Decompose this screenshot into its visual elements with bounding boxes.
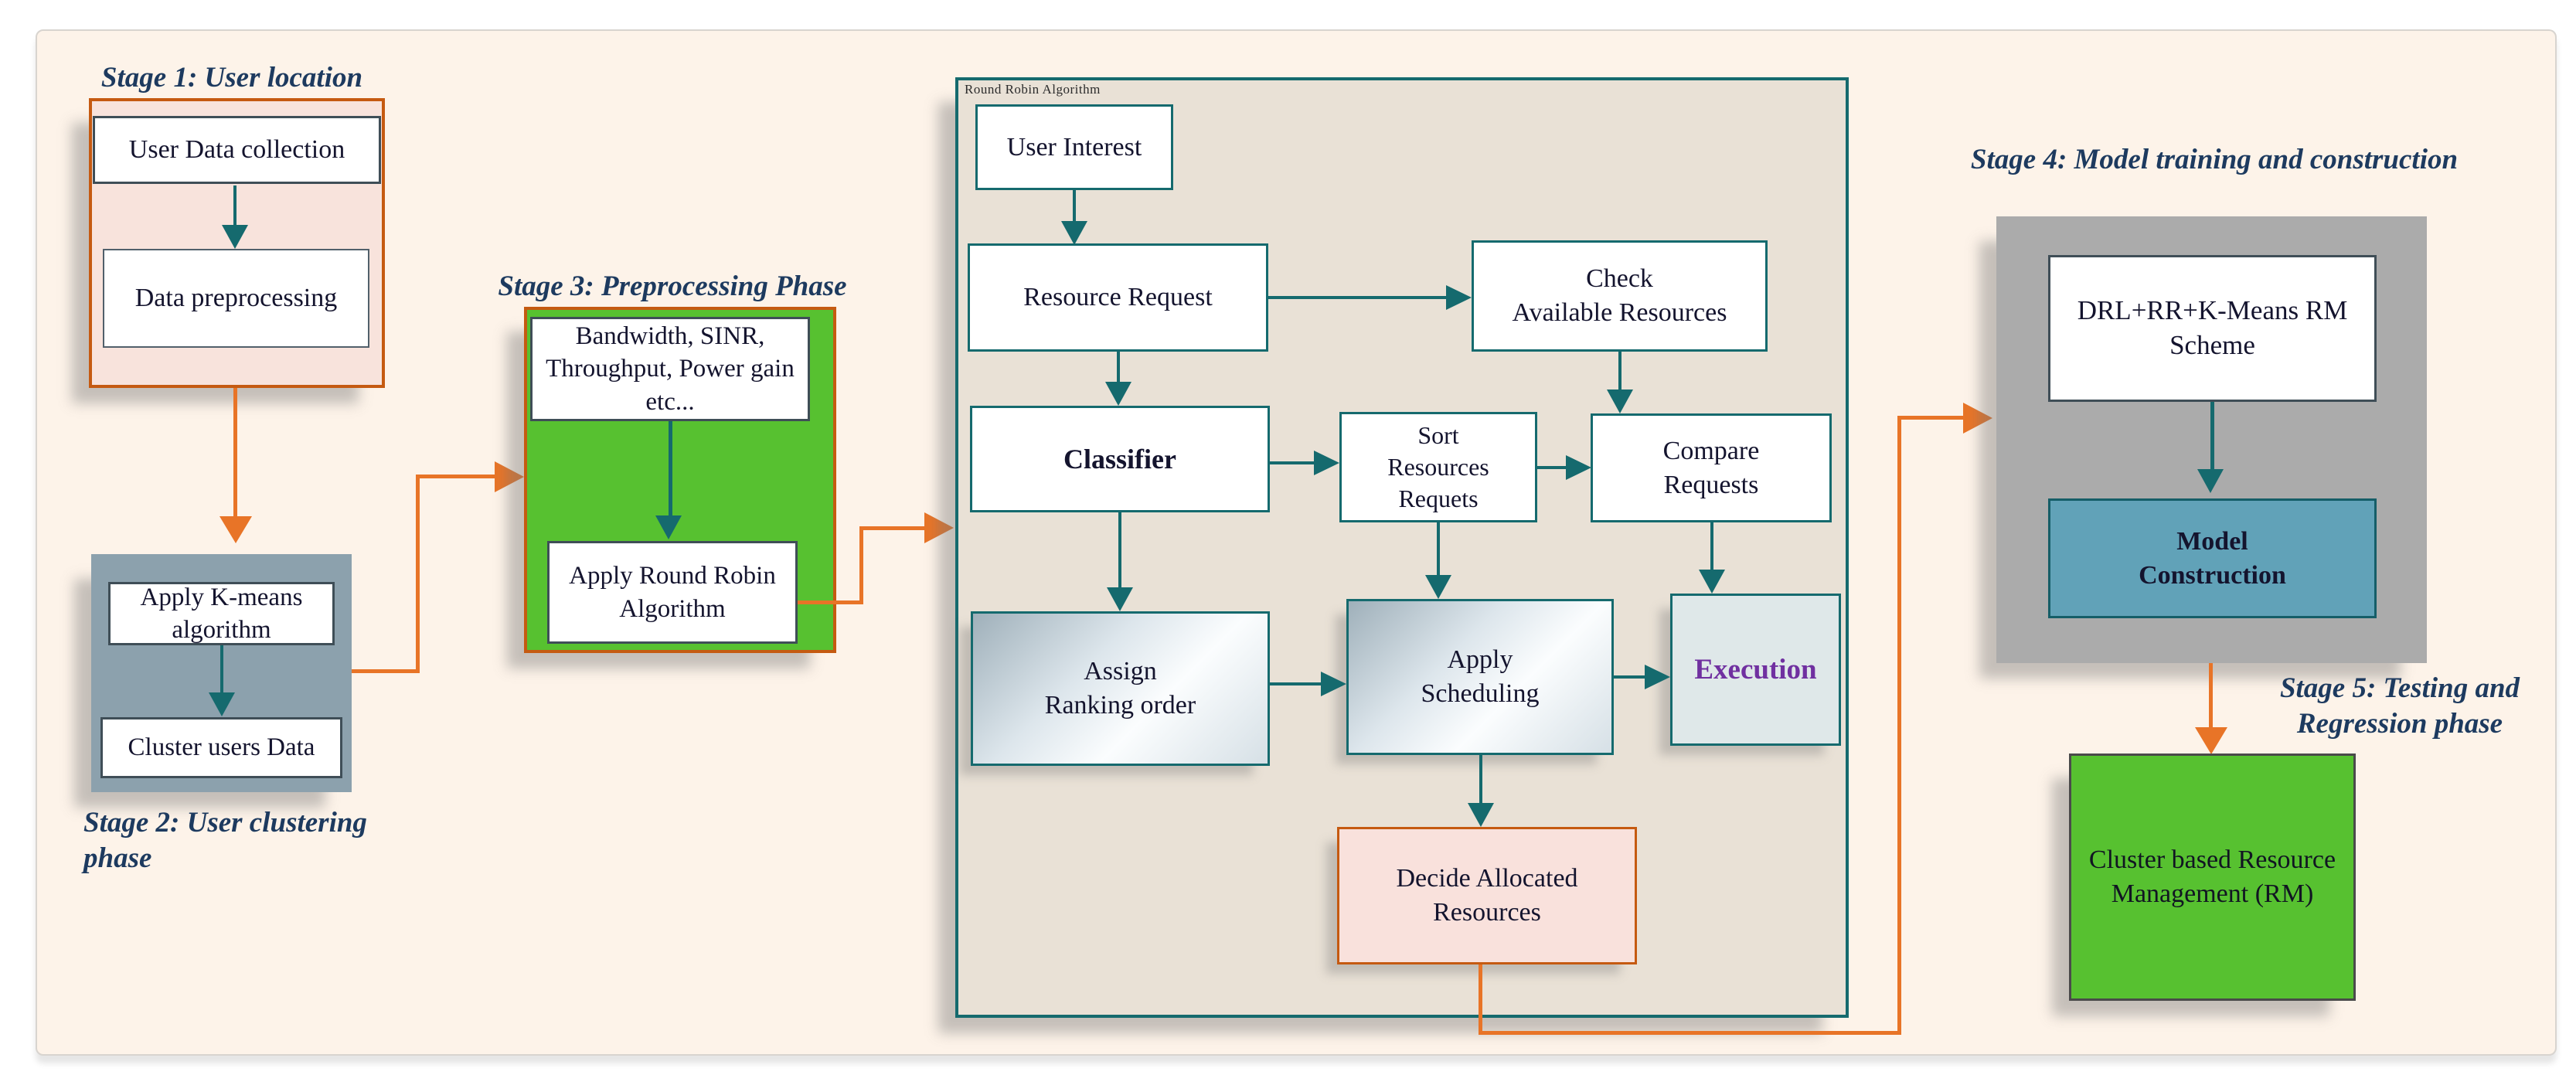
node-data-preprocessing: Data preprocessing bbox=[103, 249, 369, 348]
arrow-scheme-to-model-stem bbox=[2210, 402, 2214, 470]
stage1-title: Stage 1: User location bbox=[100, 62, 363, 94]
arrow-check-to-compare-head bbox=[1607, 390, 1633, 413]
node-user-data-collection: User Data collection bbox=[93, 116, 381, 184]
arrow-apply-to-decide-stem bbox=[1479, 755, 1482, 804]
node-bandwidth-sinr: Bandwidth, SINR, Throughput, Power gain … bbox=[530, 317, 810, 421]
arrow-kmeans-to-cluster-head bbox=[209, 692, 235, 716]
node-drl-rr-kmeans-scheme: DRL+RR+K-Means RM Scheme bbox=[2048, 255, 2377, 402]
arrow-collection-to-preprocessing-head bbox=[222, 225, 248, 249]
node-compare-requests: Compare Requests bbox=[1591, 413, 1832, 522]
arrow-assign-to-apply-stem bbox=[1270, 682, 1322, 685]
connector-stage3-rr-seg1 bbox=[798, 600, 863, 604]
node-assign-ranking-order: Assign Ranking order bbox=[971, 611, 1270, 766]
stage5-title: Stage 5: Testing and Regression phase bbox=[2279, 672, 2520, 740]
arrow-compare-to-execution-stem bbox=[1710, 522, 1713, 570]
stage3-title: Stage 3: Preprocessing Phase bbox=[498, 270, 847, 302]
arrow-interest-to-request-stem bbox=[1073, 190, 1076, 223]
node-resource-request: Resource Request bbox=[968, 243, 1268, 352]
arrow-interest-to-request-head bbox=[1061, 221, 1087, 245]
connector-stage2-stage3-head bbox=[495, 461, 524, 492]
connector-decide-stage4-head bbox=[1963, 403, 1992, 434]
arrow-sort-to-compare-head bbox=[1566, 455, 1591, 480]
node-classifier: Classifier bbox=[970, 406, 1270, 512]
node-decide-allocated-resources: Decide Allocated Resources bbox=[1337, 827, 1637, 964]
node-execution: Execution bbox=[1670, 594, 1841, 746]
arrow-bandwidth-to-rr-head bbox=[655, 515, 682, 539]
connector-stage3-rr-head bbox=[924, 512, 954, 543]
arrow-sort-to-compare-stem bbox=[1537, 466, 1568, 469]
arrow-sort-to-apply-head bbox=[1425, 575, 1451, 599]
arrow-request-to-classifier-stem bbox=[1117, 352, 1120, 384]
round-robin-container-label: Round Robin Algorithm bbox=[965, 82, 1101, 97]
connector-decide-stage4-seg1 bbox=[1479, 964, 1482, 1034]
node-cluster-users-data: Cluster users Data bbox=[100, 717, 342, 778]
node-apply-scheduling: Apply Scheduling bbox=[1346, 599, 1614, 755]
arrow-request-to-check-head bbox=[1446, 285, 1472, 310]
connector-stage3-rr-seg2 bbox=[859, 526, 863, 604]
connector-decide-stage4-seg2 bbox=[1479, 1031, 1901, 1035]
arrow-classifier-to-sort-stem bbox=[1270, 461, 1316, 464]
node-apply-round-robin: Apply Round Robin Algorithm bbox=[547, 541, 798, 644]
arrow-apply-to-execution-head bbox=[1645, 665, 1670, 689]
arrow-classifier-to-sort-head bbox=[1314, 451, 1339, 475]
arrow-collection-to-preprocessing-stem bbox=[233, 185, 237, 226]
connector-stage2-stage3-seg1 bbox=[352, 669, 420, 673]
connector-stage1-stage2-stem bbox=[233, 388, 237, 518]
connector-stage3-rr-seg3 bbox=[859, 526, 924, 530]
node-check-available-resources: Check Available Resources bbox=[1472, 240, 1768, 352]
arrow-classifier-to-assign-stem bbox=[1118, 512, 1121, 588]
node-sort-resources-requets: Sort Resources Requets bbox=[1339, 412, 1537, 522]
connector-stage1-stage2-head bbox=[219, 516, 252, 543]
node-model-construction: Model Construction bbox=[2048, 498, 2377, 618]
stage4-title: Stage 4: Model training and construction bbox=[1970, 144, 2459, 175]
arrow-check-to-compare-stem bbox=[1618, 352, 1621, 390]
arrow-apply-to-decide-head bbox=[1468, 803, 1494, 827]
arrow-bandwidth-to-rr-stem bbox=[669, 421, 672, 516]
node-cluster-based-rm: Cluster based Resource Management (RM) bbox=[2069, 754, 2356, 1001]
arrow-apply-to-execution-stem bbox=[1614, 675, 1646, 679]
node-user-interest: User Interest bbox=[975, 104, 1173, 190]
arrow-kmeans-to-cluster-stem bbox=[220, 645, 223, 693]
connector-stage2-stage3-seg2 bbox=[416, 475, 420, 673]
arrow-assign-to-apply-head bbox=[1321, 672, 1346, 696]
arrow-request-to-check-stem bbox=[1268, 296, 1446, 299]
connector-stage2-stage3-seg3 bbox=[416, 475, 495, 478]
arrow-compare-to-execution-head bbox=[1699, 570, 1725, 594]
arrow-sort-to-apply-stem bbox=[1437, 522, 1440, 577]
stage2-title: Stage 2: User clustering phase bbox=[83, 807, 367, 875]
arrow-classifier-to-assign-head bbox=[1107, 587, 1133, 611]
connector-decide-stage4-seg4 bbox=[1897, 416, 1963, 420]
arrow-request-to-classifier-head bbox=[1105, 382, 1131, 406]
connector-stage4-stage5-head bbox=[2195, 727, 2227, 754]
node-apply-kmeans: Apply K-means algorithm bbox=[108, 582, 335, 645]
connector-stage4-stage5-stem bbox=[2209, 663, 2213, 729]
connector-decide-stage4-seg3 bbox=[1897, 416, 1901, 1035]
arrow-scheme-to-model-head bbox=[2197, 469, 2224, 493]
